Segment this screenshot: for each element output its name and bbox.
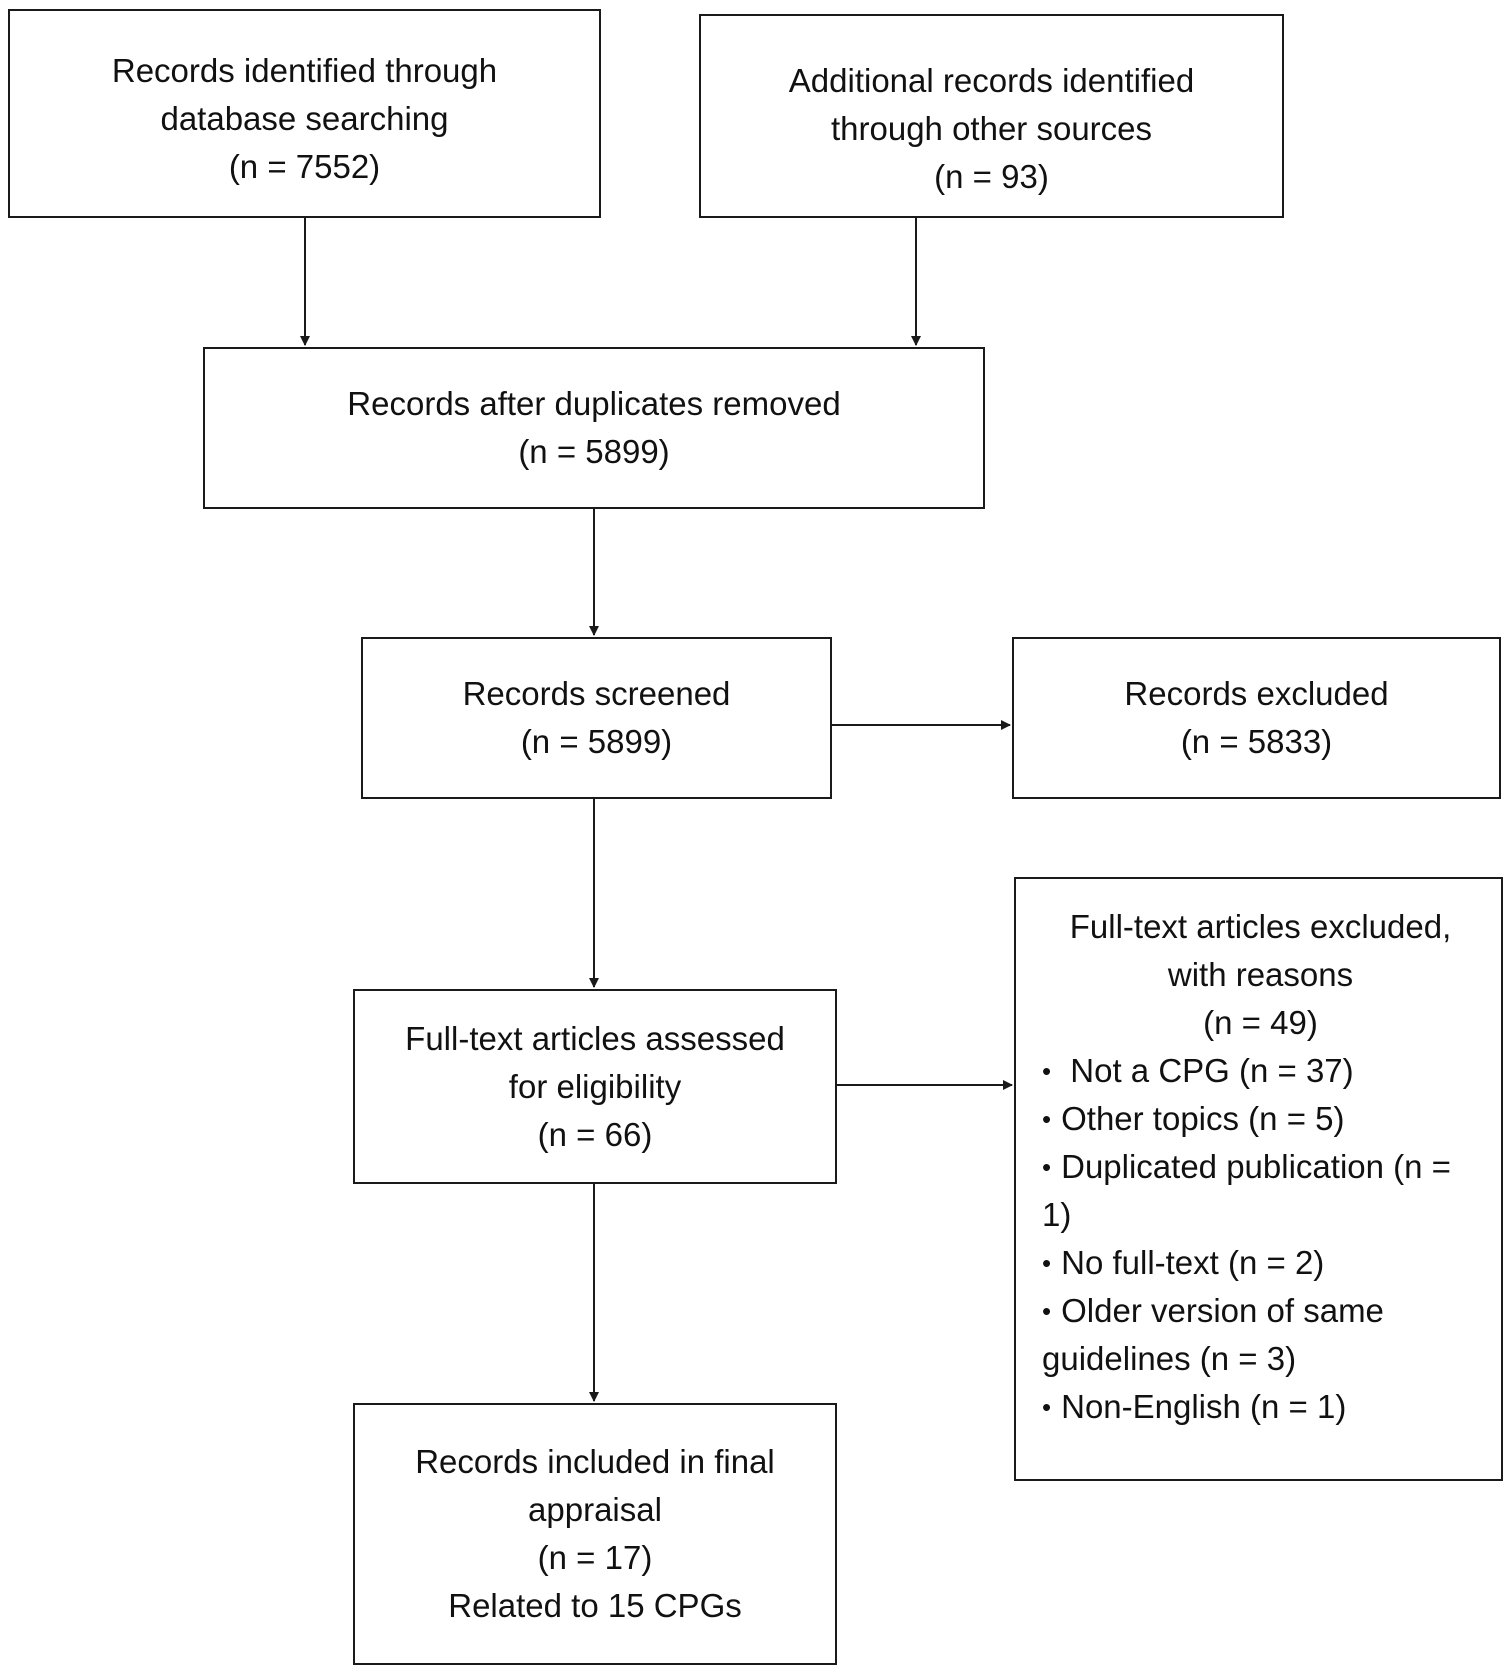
duplicates-removed-box: Records after duplicates removed (n = 58…	[203, 347, 985, 509]
screened-count: (n = 5899)	[520, 723, 673, 760]
reason-item: • Not a CPG (n = 37)	[1042, 1052, 1354, 1089]
bullet-icon: •	[1042, 1248, 1052, 1278]
other-line1: Additional records identified	[788, 62, 1195, 99]
database-count: (n = 7552)	[228, 148, 381, 185]
included-count: (n = 17)	[537, 1539, 653, 1576]
reason-item: •Non-English (n = 1)	[1042, 1388, 1347, 1425]
excluded-label: Records excluded	[1124, 675, 1389, 712]
screened-label: Records screened	[462, 675, 731, 712]
reason-item: •Older version of same guidelines (n = 3…	[1042, 1292, 1384, 1377]
duplicates-label: Records after duplicates removed	[347, 385, 841, 422]
additional-records-box: Additional records identified through ot…	[699, 14, 1284, 218]
included-line1: Records included in final	[415, 1443, 775, 1480]
other-count: (n = 93)	[934, 158, 1049, 195]
records-excluded-box: Records excluded (n = 5833)	[1012, 637, 1501, 799]
full-text-excluded-box: Full-text articles excluded, with reason…	[1014, 877, 1503, 1481]
database-line2: database searching	[160, 100, 449, 137]
bullet-icon: •	[1042, 1296, 1052, 1326]
fulltext-count: (n = 66)	[537, 1115, 653, 1153]
fulltext-line2: for eligibility	[508, 1067, 682, 1105]
included-line2: appraisal	[528, 1491, 662, 1528]
bullet-icon: •	[1042, 1392, 1052, 1422]
excluded-count: (n = 5833)	[1180, 723, 1333, 760]
reason-item: •Duplicated publication (n = 1)	[1042, 1148, 1451, 1233]
reasons-line2: with reasons	[1167, 956, 1354, 993]
full-text-assessed-box: Full-text articles assessed for eligibil…	[353, 989, 837, 1184]
reason-item: •Other topics (n = 5)	[1042, 1100, 1345, 1137]
reason-item: •No full-text (n = 2)	[1042, 1244, 1325, 1281]
duplicates-count: (n = 5899)	[518, 433, 670, 470]
records-included-box: Records included in final appraisal (n =…	[353, 1403, 837, 1665]
bullet-icon: •	[1042, 1056, 1052, 1086]
reasons-count: (n = 49)	[1203, 1004, 1318, 1041]
database-line1: Records identified through	[111, 52, 498, 89]
bullet-icon: •	[1042, 1104, 1052, 1134]
reasons-line1: Full-text articles excluded,	[1069, 908, 1452, 945]
exclusion-reasons-list: • Not a CPG (n = 37) •Other topics (n = …	[1042, 1047, 1479, 1431]
included-note: Related to 15 CPGs	[448, 1587, 742, 1624]
records-identified-database-box: Records identified through database sear…	[8, 9, 601, 218]
records-screened-box: Records screened (n = 5899)	[361, 637, 832, 799]
other-line2: through other sources	[830, 110, 1153, 147]
bullet-icon: •	[1042, 1152, 1052, 1182]
fulltext-line1: Full-text articles assessed	[405, 1019, 785, 1057]
